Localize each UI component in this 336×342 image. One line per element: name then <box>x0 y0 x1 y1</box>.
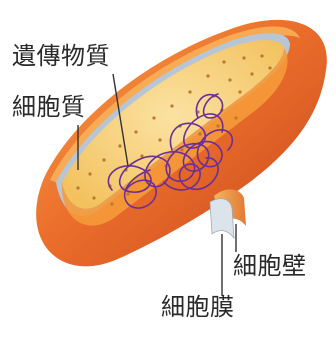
label-cytoplasm: 細胞質 <box>12 95 86 119</box>
label-cell-membrane: 細胞膜 <box>161 295 235 319</box>
peeled-membrane-layer <box>210 199 234 238</box>
label-cell-wall: 細胞壁 <box>233 254 307 278</box>
label-genetic-material: 遺傳物質 <box>12 44 110 68</box>
